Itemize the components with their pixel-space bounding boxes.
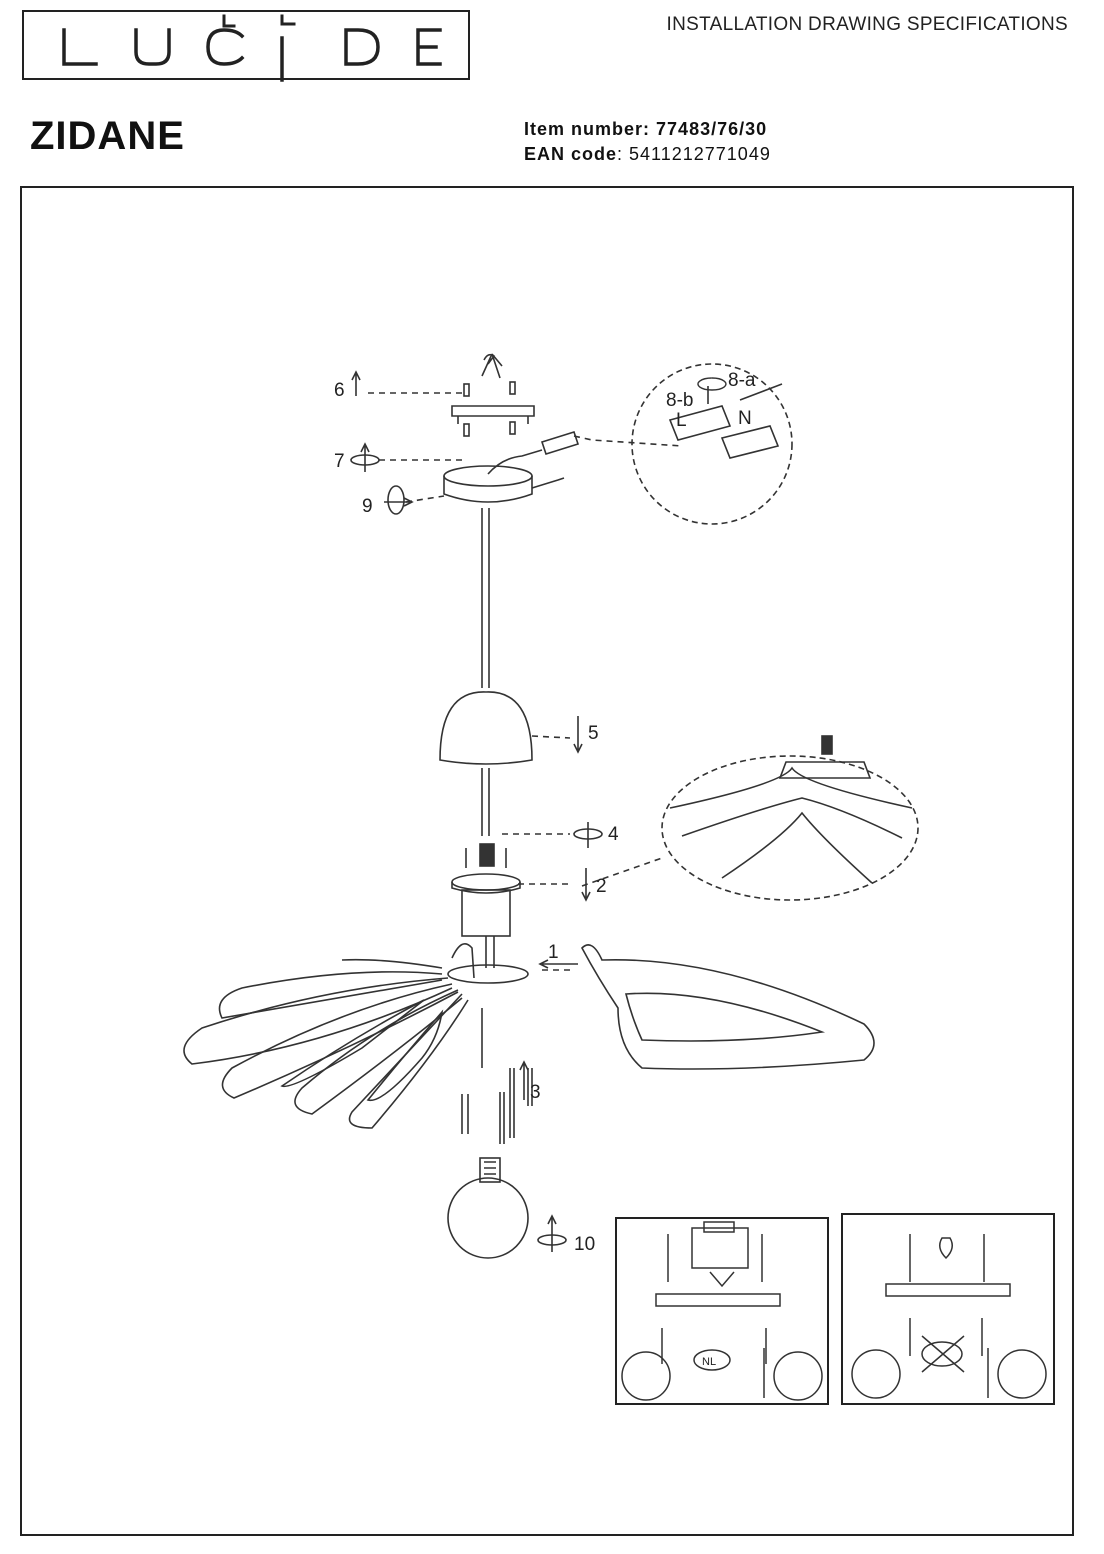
ean-label: EAN code — [524, 144, 618, 164]
step-label-8b: 8-b — [666, 390, 693, 411]
logo-wordmark — [62, 14, 442, 82]
socket-cup — [451, 833, 663, 937]
ean-row: EAN code: 5411212771049 — [524, 142, 771, 167]
ceiling-bracket — [368, 353, 535, 503]
step-label-10: 10 — [574, 1234, 595, 1255]
step-label-5: 5 — [588, 723, 599, 744]
step-label-7: 7 — [334, 451, 345, 472]
arrow-step-6 — [351, 370, 361, 396]
ean-value: : 5411212771049 — [617, 144, 771, 164]
terminal-label-n: N — [738, 408, 752, 429]
logo-letter-e — [416, 28, 442, 66]
inset-badge-label: NL — [702, 1356, 716, 1368]
arrow-step-5 — [573, 716, 583, 754]
arrow-step-1 — [538, 959, 578, 969]
item-number-row: Item number: 77483/76/30 — [524, 117, 771, 142]
logo-letter-c — [206, 28, 245, 66]
step-label-3: 3 — [530, 1082, 541, 1103]
light-bulb — [447, 1157, 529, 1259]
document-type: INSTALLATION DRAWING SPECIFICATIONS — [666, 14, 1068, 35]
arrow-step-9 — [384, 497, 414, 507]
step-label-2: 2 — [596, 876, 607, 897]
installation-drawing-frame: 6 7 9 8-a 8-b L N 5 4 2 1 3 10 — [20, 186, 1074, 1536]
terminal-label-l: L — [676, 410, 687, 431]
step-label-4: 4 — [608, 824, 619, 845]
arrow-step-3 — [519, 1060, 529, 1100]
arrow-step-7 — [360, 442, 370, 472]
brand-logo — [22, 10, 470, 82]
petal-shade — [183, 936, 875, 1144]
terminal-detail — [631, 363, 793, 525]
exploded-view-drawing: 6 7 9 8-a 8-b L N 5 4 2 1 3 10 — [183, 353, 1055, 1405]
inner-dome — [439, 691, 571, 836]
arrow-step-2 — [581, 868, 591, 902]
item-info: Item number: 77483/76/30 EAN code: 54112… — [524, 117, 771, 167]
inset-panel-mounting-nl: NL — [615, 1217, 829, 1405]
step-label-8a: 8-a — [728, 370, 756, 391]
canopy — [443, 431, 683, 503]
logo-letter-l — [62, 28, 98, 66]
logo-letter-d — [344, 28, 380, 66]
step-label-9: 9 — [362, 496, 373, 517]
step-label-1: 1 — [548, 942, 559, 963]
product-name: ZIDANE — [30, 114, 185, 158]
item-number-value: 77483/76/30 — [656, 119, 768, 139]
shade-detail — [661, 735, 919, 901]
step-label-6: 6 — [334, 380, 345, 401]
logo-letter-u — [134, 28, 171, 66]
item-number-label: Item number: — [524, 119, 651, 139]
inset-panel-mounting-alt — [841, 1213, 1055, 1405]
arrow-step-10 — [547, 1214, 557, 1252]
